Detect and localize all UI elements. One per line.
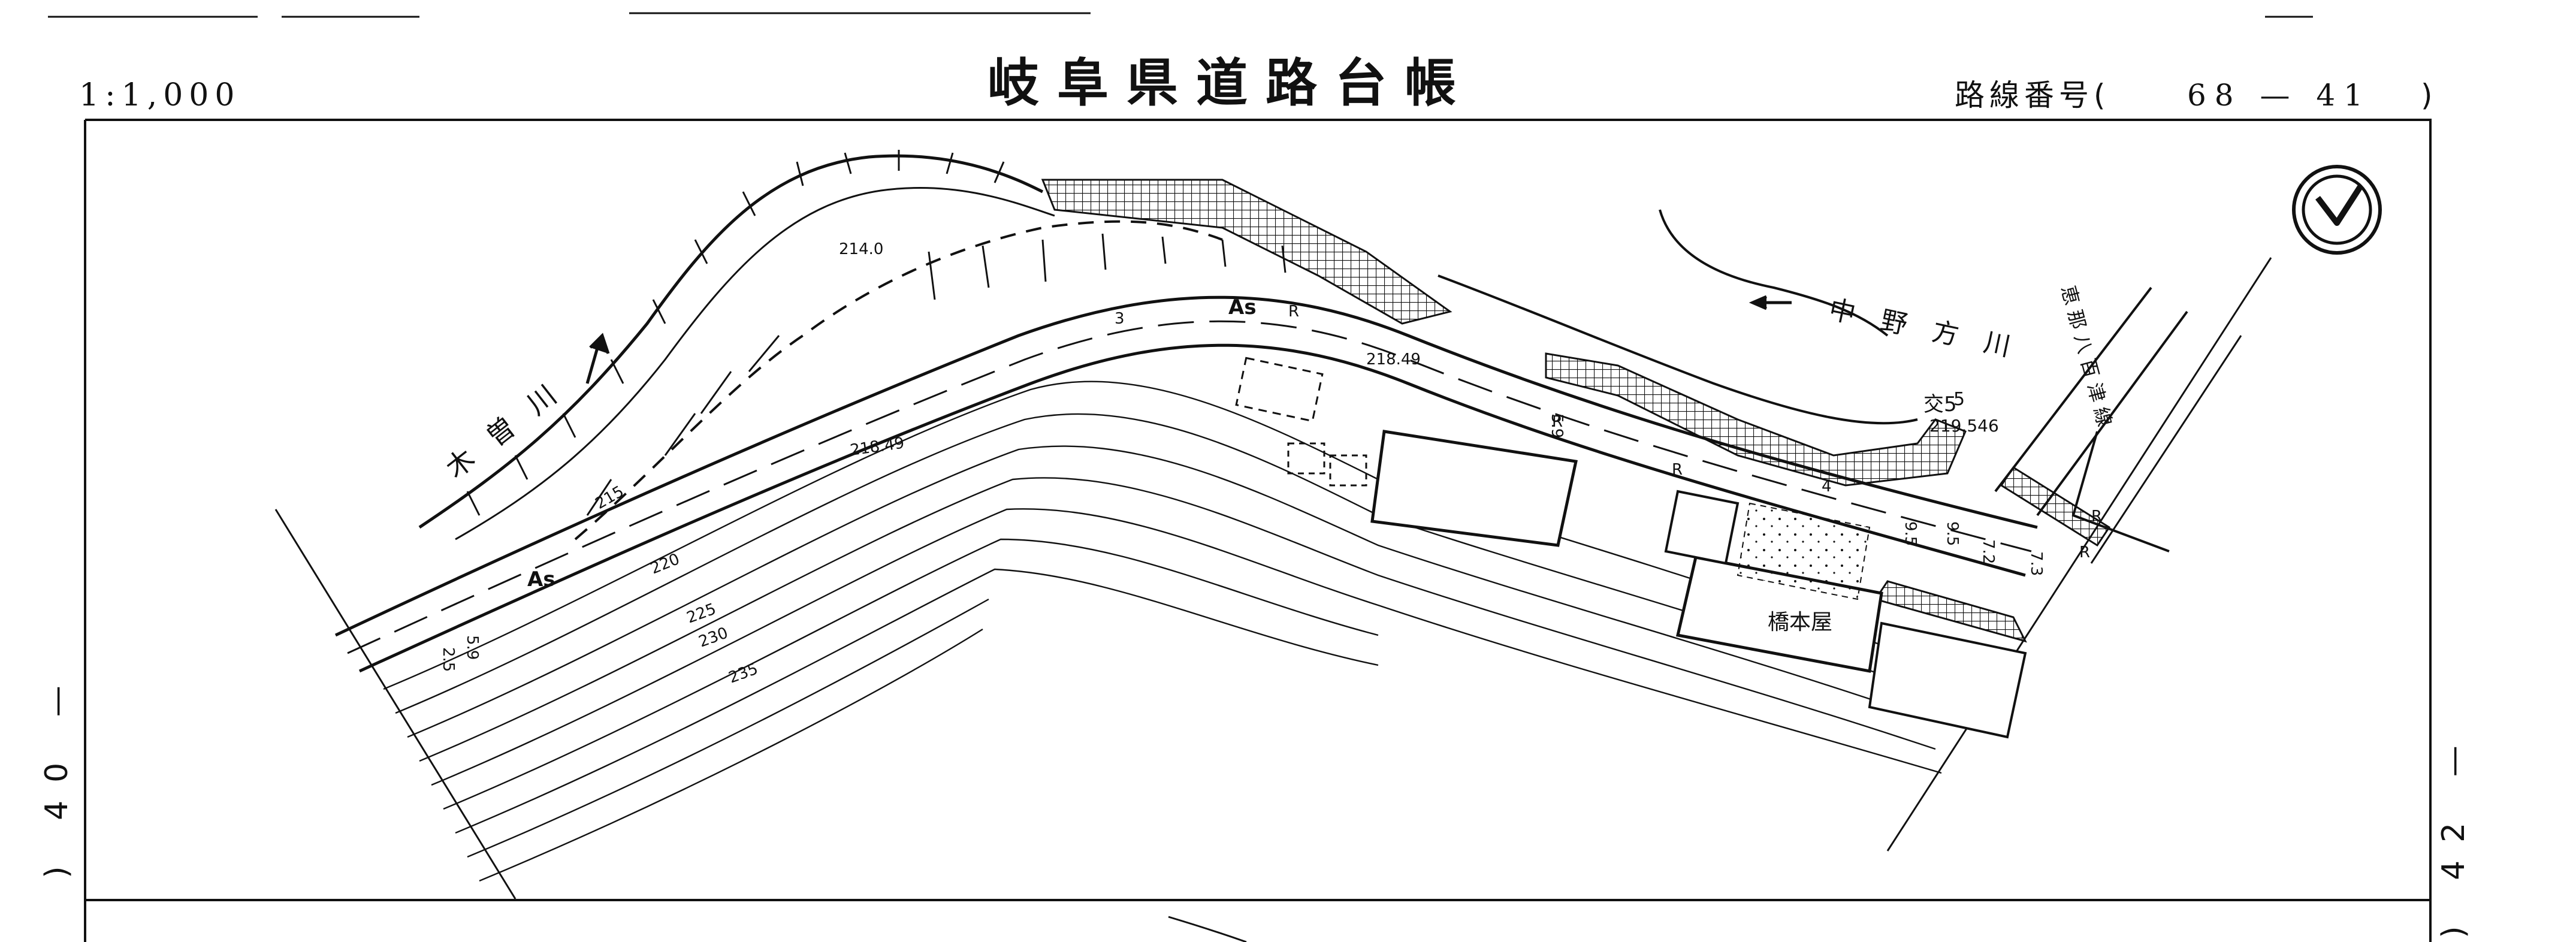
elevation-label: 218.49 [1366, 351, 1421, 369]
contour-label: 235 [726, 660, 760, 687]
route-number-value: 68 — 41 [2187, 78, 2371, 113]
kiso-river-bank [418, 150, 1055, 541]
section-boundaries [274, 257, 2272, 899]
r-mark: R [2079, 544, 2090, 561]
surface-label-1: As [1228, 295, 1257, 319]
road-width: 9.5 [1901, 521, 1919, 546]
r-marks: R R R R R [1288, 303, 2102, 561]
north-arrow-icon [2292, 165, 2382, 255]
road-width: 4 [1822, 478, 1832, 496]
road-width: 2.5 [439, 647, 457, 672]
header-rules [48, 12, 2313, 18]
cross-road [1994, 286, 2188, 552]
r-mark: R [1288, 303, 1299, 321]
scale-label: 1:1,000 [79, 77, 240, 113]
elevation-label: 214.0 [839, 240, 883, 258]
crossing-route-label: 恵那八百津線 [2056, 283, 2118, 434]
river-nakanohou-label: 中野方川 [1826, 294, 2039, 368]
road-width-labels: 3 5.9 2.5 5.9 4 9.5 9.5 7.2 7.3 5 [439, 310, 2045, 672]
map-title: 岐阜県道路台帳 [987, 53, 1474, 113]
road-width: 9.5 [1943, 521, 1961, 546]
r-mark: R [1552, 413, 1563, 431]
road-width: 5 [1953, 389, 1965, 410]
nakanohou-river [1438, 209, 1918, 425]
road-width: 5.9 [463, 635, 481, 660]
river-kiso-label: 木曽川 [440, 364, 582, 484]
left-sheet-marker: ) 40 — [39, 668, 75, 878]
road-width: 7.2 [1979, 539, 1997, 564]
contour-value-labels: 215 220 225 230 235 [593, 482, 761, 687]
contour-lines [383, 381, 1942, 882]
river-edge-dashed [574, 220, 1223, 541]
surface-label-2: As [527, 567, 555, 591]
intersection-label: 交5 [1923, 393, 1957, 416]
road-width: 5.9 [1548, 413, 1566, 438]
elevation-label: 218.49 [849, 434, 905, 460]
road-width: 7.3 [2027, 551, 2045, 576]
buildings [1235, 357, 2027, 739]
flow-arrow-icon [585, 295, 1792, 384]
route-number-label: 路線番号( [1955, 78, 2110, 113]
contour-label: 220 [648, 550, 682, 578]
right-sheet-marker: ) 42 — [2436, 727, 2472, 938]
main-road [334, 295, 2038, 673]
river-revetment [1041, 179, 2111, 643]
elevation-labels: 214.0 218.49 218.49 219.546 [839, 240, 1999, 460]
map-frame [84, 119, 2432, 942]
r-mark: R [2091, 508, 2102, 526]
road-width: 3 [1115, 310, 1125, 328]
building-main [1370, 430, 1578, 547]
bottom-curve [1168, 916, 1247, 942]
r-mark: R [1672, 461, 1683, 479]
route-number-close: ) [2421, 78, 2433, 113]
building-name-label: 橋本屋 [1768, 610, 1832, 635]
elevation-label: 219.546 [1929, 416, 1999, 436]
contour-label: 225 [684, 600, 718, 627]
